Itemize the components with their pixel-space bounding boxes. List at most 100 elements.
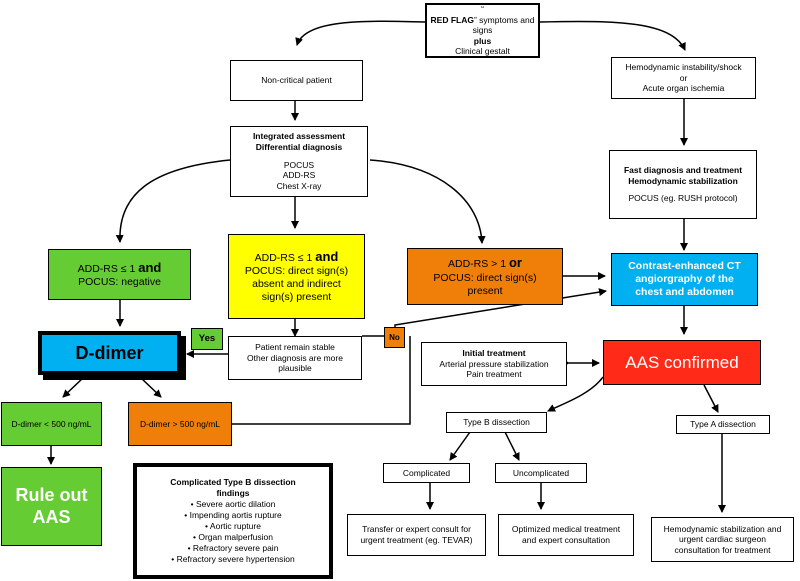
findings-item-2: • Impending aortis rupture [184, 509, 282, 520]
stable-line3: plausible [278, 363, 312, 374]
non-critical-box: Non-critical patient [230, 60, 363, 101]
integrated-addrs: ADD-RS [282, 170, 316, 181]
orange-addrs-label: ADD-RS > 1 [448, 258, 509, 271]
findings-item-1: • Severe aortic dilation [190, 498, 276, 509]
optimized-treatment-box: Optimized medical treatment and expert c… [498, 514, 634, 556]
yes-badge: Yes [191, 328, 223, 350]
fast-diagnosis-box: Fast diagnosis and treatment Hemodynamic… [609, 150, 757, 219]
type-a-label: Type A dissection [690, 419, 756, 430]
optimized-line1: Optimized medical treatment [511, 524, 621, 535]
cta-box: Contrast-enhanced CT angiorgraphy of the… [611, 253, 758, 306]
red-flag-box: “RED FLAG” symptoms and signs plus Clini… [425, 3, 540, 58]
stable-box: Patient remain stable Other diagnosis ar… [228, 336, 362, 380]
hemodynamic-box: Hemodynamic instability/shock or Acute o… [611, 57, 756, 99]
yellow-addrs-label: ADD-RS ≤ 1 [254, 251, 316, 264]
transfer-line2: urgent treatment (eg. TEVAR) [360, 535, 473, 545]
stable-line2: Other diagnosis are more [247, 352, 343, 363]
complicated-findings-box: Complicated Type B dissection findings •… [133, 463, 333, 579]
initial-line1: Arterial pressure stabilization [439, 358, 549, 369]
green-and: and [138, 259, 162, 275]
findings-item-6: • Refractory severe hypertension [171, 554, 295, 565]
dimer-low-label: D-dimer < 500 ng/mL [11, 418, 92, 429]
red-flag-line1: ” symptoms and [473, 14, 535, 25]
fast-dx-pocus: POCUS (eg. RUSH protocol) [628, 193, 738, 204]
arrow-ddimer-to-dlow [62, 376, 85, 398]
arrow-typeb-to-uncomplicated [504, 431, 520, 461]
rule-out-line1: Rule out [15, 484, 88, 505]
yellow-line4: sign(s) present [261, 291, 332, 304]
findings-item-4: • Organ malperfusion [193, 532, 273, 543]
arrow-redflag-to-noncritical [295, 20, 426, 46]
orange-line3: present [467, 284, 503, 297]
dimer-high-label: D-dimer > 500 ng/mL [139, 418, 221, 429]
ddimer-box: D-dimer [38, 331, 181, 375]
green-criteria-box: ADD-RS ≤ 1 and POCUS: negative [48, 249, 191, 300]
rule-out-box: Rule out AAS [1, 467, 102, 546]
integrated-title2: Differential diagnosis [255, 142, 343, 153]
arrow-aas-to-typea [703, 384, 719, 413]
complicated-label: Complicated [402, 467, 451, 478]
type-b-label: Type B dissection [463, 417, 530, 428]
hemo-stab-line3: consultation for treatment [674, 544, 771, 555]
aas-confirmed-box: AAS confirmed [603, 340, 761, 385]
hemodynamic-line3: Acute organ ischemia [642, 83, 725, 94]
findings-title1: Complicated Type B dissection [170, 476, 296, 487]
optimized-line2: and expert consultation [522, 535, 610, 545]
red-flag-gestalt: Clinical gestalt [455, 46, 510, 57]
yellow-line3: absent and indirect [252, 278, 341, 291]
arrow-integrated-to-orange [369, 159, 486, 244]
orange-line2: POCUS: direct sign(s) [433, 271, 537, 284]
cta-line1: Contrast-enhanced CT [628, 259, 741, 272]
initial-title: Initial treatment [462, 348, 526, 359]
red-flag-line2: signs [472, 25, 493, 36]
dimer-high-box: D-dimer > 500 ng/mL [128, 402, 232, 446]
non-critical-label: Non-critical patient [261, 75, 332, 86]
complicated-box: Complicated [383, 463, 470, 483]
cta-line2: angiorgraphy of the [635, 272, 734, 285]
rule-out-line2: AAS [32, 506, 71, 527]
transfer-box: Transfer or expert consult for urgent tr… [347, 514, 486, 556]
no-badge: No [384, 327, 405, 348]
yellow-criteria-box: ADD-RS ≤ 1 and POCUS: direct sign(s) abs… [228, 234, 365, 319]
hemodynamic-line2: or [679, 72, 688, 83]
stable-line1: Patient remain stable [255, 342, 335, 353]
hemodynamic-line1: Hemodynamic instability/shock [625, 62, 742, 73]
cta-line3: chest and abdomen [635, 286, 734, 299]
transfer-line1: Transfer or expert consult for [362, 524, 471, 535]
yellow-line2: POCUS: direct sign(s) [244, 264, 349, 277]
arrow-integrated-to-green [115, 159, 231, 243]
red-flag-quote-open: “ [481, 3, 484, 14]
hemo-stab-line2: urgent cardiac surgeon [679, 534, 766, 545]
initial-treatment-box: Initial treatment Arterial pressure stab… [421, 342, 567, 386]
uncomplicated-label: Uncomplicated [512, 467, 570, 478]
findings-item-5: • Refractory severe pain [187, 543, 279, 554]
type-b-box: Type B dissection [446, 412, 547, 433]
fast-dx-title2: Hemodynamic stabilization [628, 175, 738, 186]
arrow-ddimer-to-dhigh [139, 376, 162, 398]
integrated-pocus: POCUS [283, 159, 315, 170]
arrow-typeb-to-complicated [449, 431, 471, 461]
no-label: No [389, 332, 400, 342]
yes-label: Yes [198, 333, 216, 345]
hemodynamic-stabilization-box: Hemodynamic stabilization and urgent car… [651, 517, 794, 562]
arrow-redflag-to-hemodynamic [539, 20, 686, 51]
fast-dx-title1: Fast diagnosis and treatment [623, 165, 743, 176]
integrated-assessment-box: Integrated assessment Differential diagn… [230, 126, 368, 197]
yellow-and: and [315, 248, 339, 264]
integrated-xray: Chest X-ray [276, 180, 322, 191]
green-addrs-label: ADD-RS ≤ 1 [77, 262, 139, 275]
line-dhigh-to-cta [232, 336, 411, 425]
green-pocus-label: POCUS: negative [78, 276, 161, 289]
aas-confirmed-label: AAS confirmed [625, 352, 739, 372]
type-a-box: Type A dissection [676, 415, 770, 434]
ddimer-label: D-dimer [75, 342, 144, 363]
dimer-low-box: D-dimer < 500 ng/mL [1, 402, 102, 446]
integrated-title1: Integrated assessment [252, 131, 346, 142]
initial-line2: Pain treatment [466, 369, 522, 380]
red-flag-label: RED FLAG [430, 14, 474, 25]
uncomplicated-box: Uncomplicated [495, 463, 587, 483]
findings-item-3: • Aortic rupture [205, 521, 261, 531]
hemo-stab-line1: Hemodynamic stabilization and [663, 523, 782, 534]
findings-title2: findings [216, 487, 250, 498]
